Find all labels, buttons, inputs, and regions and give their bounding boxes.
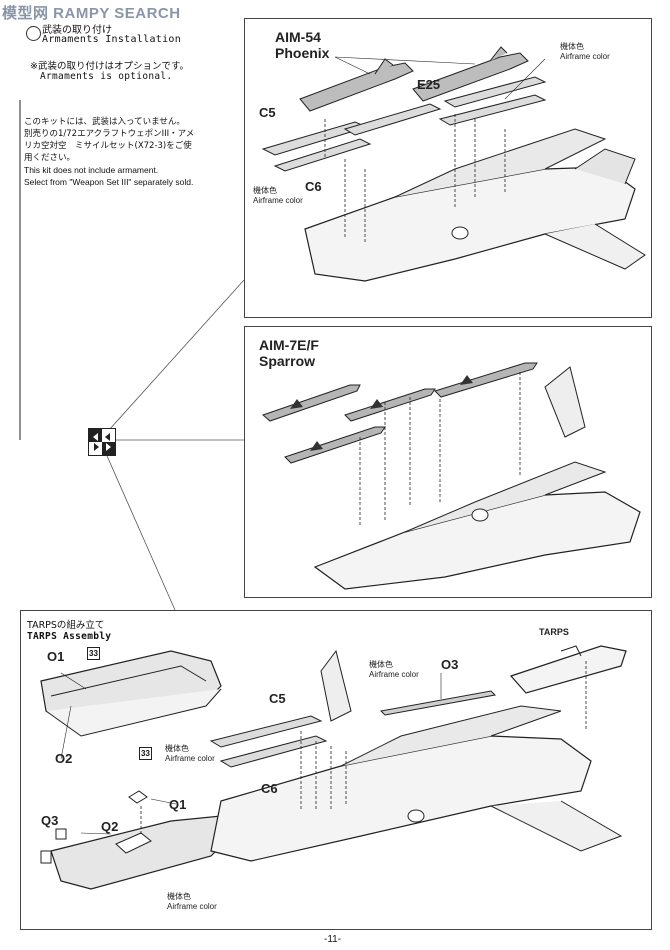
- tarps-pod-label: TARPS: [539, 627, 569, 637]
- panel-aim54: AIM-54 Phoenix E25 C5 C6 機体色 Airframe co…: [244, 18, 652, 318]
- aim54-illustration: [261, 46, 646, 282]
- part-c5: C5: [259, 105, 276, 120]
- part-o1: O1: [47, 649, 65, 664]
- color-callout-o3: 機体色 Airframe color: [369, 660, 419, 679]
- panel-tarps: TARPSの組み立て TARPS Assembly O1 33 33 O2 O3…: [20, 610, 652, 930]
- section-title-en: Armaments Installation: [42, 34, 182, 45]
- aim54-label: AIM-54 Phoenix: [275, 29, 330, 61]
- part-q1: Q1: [169, 797, 187, 812]
- color-callout-lower: 機体色 Airframe color: [253, 186, 303, 205]
- tarps-illustration: [40, 645, 627, 890]
- part-c6: C6: [305, 179, 322, 194]
- decal-33-lower: 33: [139, 747, 152, 760]
- color-callout-q: 機体色 Airframe color: [167, 892, 217, 911]
- optional-note-en: Armaments is optional.: [40, 71, 173, 82]
- part-o3: O3: [441, 657, 459, 672]
- section-title-jp: 武装の取り付け: [42, 25, 112, 36]
- part-q2: Q2: [101, 819, 119, 834]
- part-o2: O2: [55, 751, 73, 766]
- color-callout-c: 機体色 Airframe color: [165, 744, 215, 763]
- decal-33-upper: 33: [87, 647, 100, 660]
- panel-aim7: AIM-7E/F Sparrow: [244, 326, 652, 598]
- optional-note-jp: ※武装の取り付けはオプションです。: [30, 61, 190, 72]
- aim7-illustration: [262, 362, 641, 590]
- direction-arrows-icon: [88, 428, 116, 456]
- color-callout-upper: 機体色 Airframe color: [560, 42, 610, 61]
- part-e25: E25: [417, 77, 441, 92]
- tarps-assembly-title: TARPSの組み立て TARPS Assembly: [27, 620, 112, 642]
- page-number: -11-: [324, 934, 342, 945]
- part-q3: Q3: [41, 813, 59, 828]
- step-marker-icon: [26, 26, 41, 41]
- part-c5-tarps: C5: [269, 691, 286, 706]
- kit-note: このキットには、武装は入っていません。 別売りの1/72エアクラフトウェポンII…: [24, 117, 195, 187]
- part-c6-tarps: C6: [261, 781, 278, 796]
- watermark-logo: 模型网 RAMPY SEARCH: [2, 5, 181, 22]
- aim7-label: AIM-7E/F Sparrow: [259, 337, 319, 369]
